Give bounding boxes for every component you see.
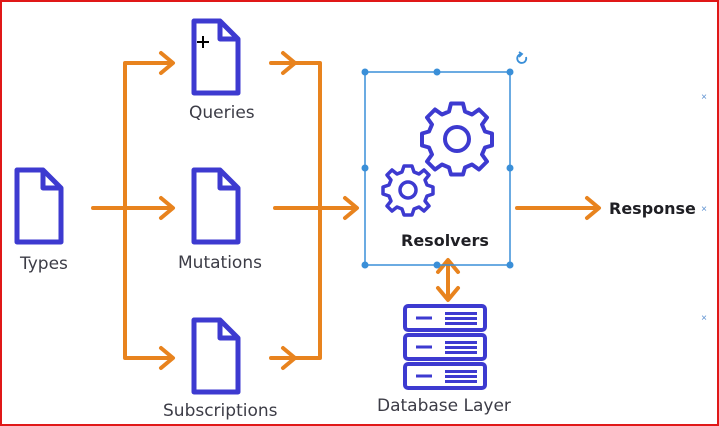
flow-arrows: [91, 51, 601, 370]
types-document-icon: [17, 170, 61, 242]
gear-icon: [381, 164, 435, 217]
ruler-tick: ×: [701, 92, 707, 103]
ruler-tick: ×: [701, 204, 707, 215]
gear-icon: [420, 101, 494, 177]
mutations-document-icon: [194, 170, 238, 242]
rotate-icon[interactable]: [516, 51, 528, 64]
queries-label: Queries: [189, 103, 255, 123]
ruler-tick: ×: [701, 313, 707, 324]
mutations-label: Mutations: [178, 253, 262, 273]
queries-document-icon: [194, 21, 238, 93]
resolvers-label: Resolvers: [401, 231, 489, 250]
subscriptions-document-icon: [194, 320, 238, 392]
database-layer-label: Database Layer: [377, 396, 511, 416]
server-icon: [403, 304, 487, 390]
cursor-icon: [197, 36, 209, 48]
resolvers-selection[interactable]: [361, 51, 528, 269]
response-label: Response: [609, 199, 696, 218]
subscriptions-label: Subscriptions: [163, 401, 278, 421]
types-label: Types: [20, 254, 68, 274]
